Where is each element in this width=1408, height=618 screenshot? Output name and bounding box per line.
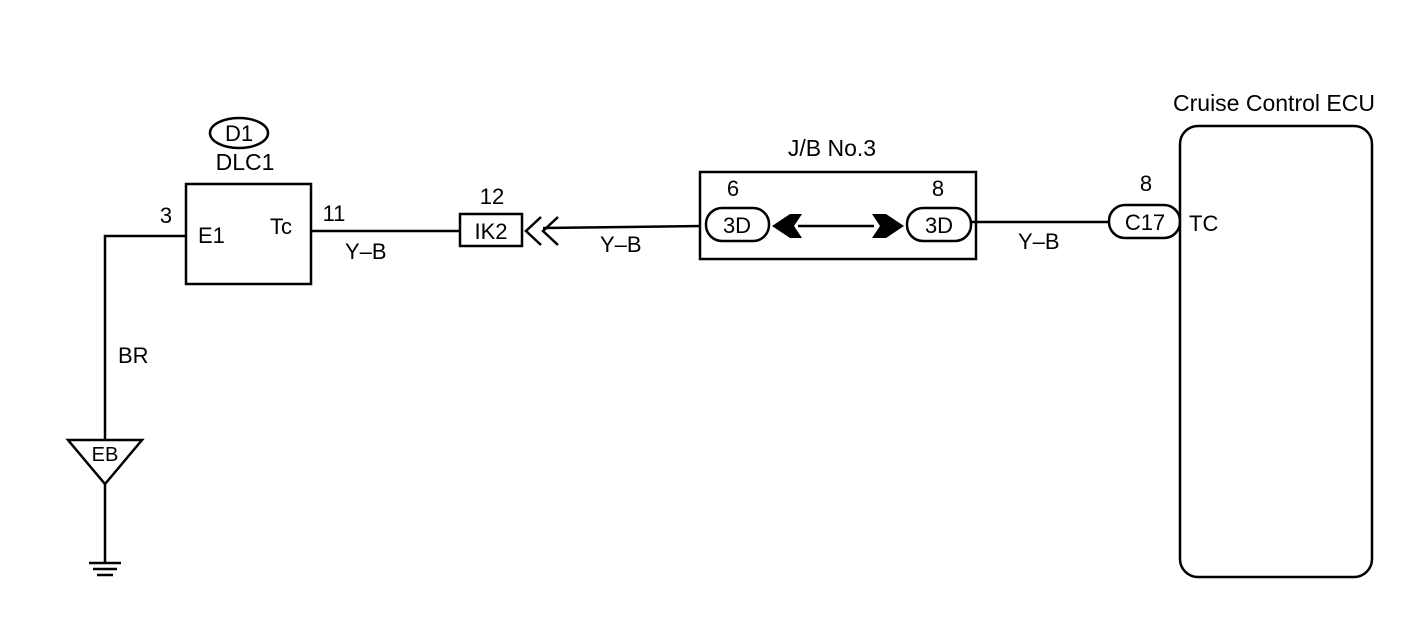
wire-color-1: Y–B: [345, 239, 387, 264]
ik2-pin: 12: [480, 184, 504, 209]
dlc-pin-left: 3: [160, 203, 172, 228]
wire-ik2-jb: [542, 224, 704, 230]
connector-arrow-right-icon: [872, 214, 904, 238]
ik2-connector: 12 IK2: [458, 184, 559, 248]
dlc-pin-right: 11: [323, 201, 346, 226]
dlc-terminal-tc: Tc: [270, 214, 292, 239]
ground-branch: EB BR: [65, 234, 186, 577]
wire-color-3: Y–B: [1018, 229, 1060, 254]
dlc-tag: D1: [225, 121, 253, 146]
jb-pin-left: 6: [727, 176, 739, 201]
jb-conn-left-label: 3D: [723, 213, 751, 238]
ecu-pin: 8: [1140, 171, 1152, 196]
dlc1-connector: D1 DLC1 3 E1 Tc 11: [160, 116, 346, 286]
ground-point-label: EB: [92, 444, 119, 466]
connector-arrow-left-icon: [772, 214, 802, 238]
chevron-left-icon: [524, 216, 559, 246]
jb-conn-right-label: 3D: [925, 213, 953, 238]
ecu-box: [1178, 124, 1374, 579]
dlc-box: [184, 182, 313, 286]
wire-br: [103, 234, 186, 440]
ecu-connector: C17: [1125, 210, 1165, 235]
junction-block: J/B No.3 6 8 3D 3D: [698, 135, 978, 261]
dlc-terminal-e1: E1: [198, 223, 225, 248]
jb-conn-right: [905, 206, 973, 243]
dlc-name: DLC1: [216, 149, 275, 175]
dlc-tag-oval: [208, 116, 270, 150]
ground-icon: [89, 561, 121, 577]
jb-conn-left: [704, 206, 771, 243]
jb-pin-right: 8: [932, 176, 944, 201]
ecu-title: Cruise Control ECU: [1173, 90, 1375, 116]
wire-color-br: BR: [118, 343, 149, 368]
jb-title: J/B No.3: [788, 135, 876, 161]
ground-point-eb: [65, 438, 145, 486]
ik2-box: [458, 212, 524, 248]
cruise-control-ecu: Cruise Control ECU 8 C17 TC: [1107, 90, 1375, 579]
ik2-label: IK2: [474, 219, 507, 244]
ecu-terminal: TC: [1189, 211, 1218, 236]
wire-color-2: Y–B: [600, 232, 642, 257]
